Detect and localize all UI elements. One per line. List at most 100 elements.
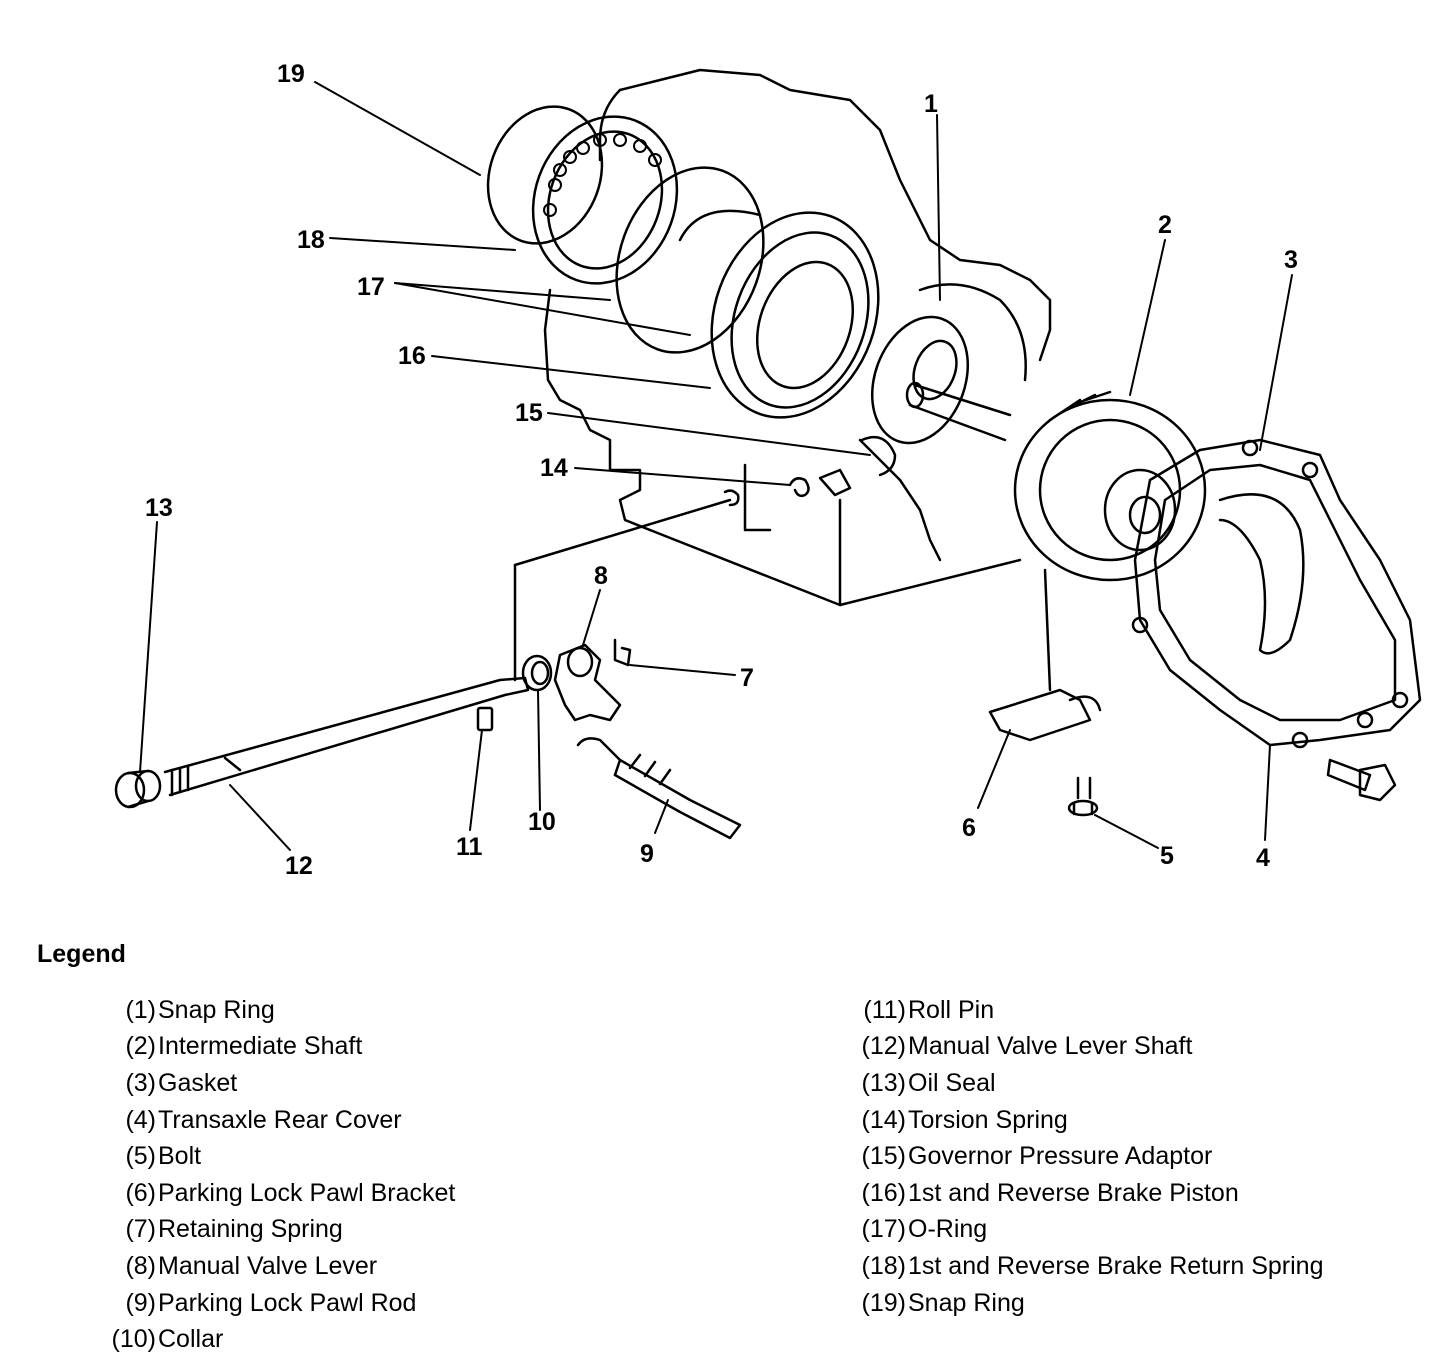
legend-item-name: Governor Pressure Adaptor <box>908 1142 1213 1171</box>
retaining-spring-7 <box>613 638 632 667</box>
legend-item: (10)Collar <box>86 1321 455 1358</box>
legend-item: (8)Manual Valve Lever <box>86 1248 455 1285</box>
intermediate-shaft-2 <box>905 381 1207 582</box>
brake-piston-16 <box>678 209 880 419</box>
snap-ring-1 <box>870 315 970 445</box>
legend-item-name: Bolt <box>158 1142 202 1171</box>
legend-item-name: Roll Pin <box>908 995 995 1024</box>
legend-item-name: Manual Valve Lever <box>158 1251 378 1280</box>
legend-item-name: O-Ring <box>908 1215 988 1244</box>
legend-column-right: (11)Roll Pin (12)Manual Valve Lever Shaf… <box>836 992 1324 1321</box>
callout-6: 6 <box>962 814 976 842</box>
legend-item-number: (18) <box>861 1251 906 1280</box>
legend-item: (11)Roll Pin <box>836 992 1324 1029</box>
legend-item: (5)Bolt <box>86 1138 455 1175</box>
o-ring-17 <box>615 166 765 354</box>
legend-item-number: (17) <box>861 1215 906 1244</box>
legend-item-name: 1st and Reverse Brake Piston <box>908 1178 1239 1207</box>
callout-16: 16 <box>398 342 426 370</box>
legend-item-number: (7) <box>125 1215 156 1244</box>
legend-item-name: Oil Seal <box>908 1068 996 1097</box>
legend-item: (15)Governor Pressure Adaptor <box>836 1138 1324 1175</box>
legend-item: (6)Parking Lock Pawl Bracket <box>86 1175 455 1212</box>
callout-15: 15 <box>515 399 543 427</box>
legend-item-name: Parking Lock Pawl Bracket <box>158 1178 456 1207</box>
legend-item-name: Gasket <box>158 1068 238 1097</box>
legend-item-name: Transaxle Rear Cover <box>158 1105 402 1134</box>
leader-lines <box>139 81 1293 851</box>
legend-item-number: (16) <box>861 1178 906 1207</box>
cover-bolt <box>1326 758 1397 802</box>
legend-item-number: (12) <box>861 1032 906 1061</box>
callout-7: 7 <box>740 664 754 692</box>
legend-title: Legend <box>37 940 126 968</box>
legend-item-number: (19) <box>861 1288 906 1317</box>
legend-item-number: (1) <box>125 995 156 1024</box>
callout-13: 13 <box>145 494 173 522</box>
legend-item-number: (6) <box>125 1178 156 1207</box>
callout-11: 11 <box>456 833 483 861</box>
legend-item: (17)O-Ring <box>836 1212 1324 1249</box>
legend-item-number: (3) <box>125 1068 156 1097</box>
legend-item-number: (10) <box>111 1325 156 1354</box>
parking-pawl-rod-9 <box>576 737 742 840</box>
legend-item: (3)Gasket <box>86 1065 455 1102</box>
legend-item: (19)Snap Ring <box>836 1285 1324 1322</box>
callout-18: 18 <box>297 226 325 254</box>
legend-item: (4)Transaxle Rear Cover <box>86 1102 455 1139</box>
callout-4: 4 <box>1256 844 1270 872</box>
legend-item-name: Parking Lock Pawl Rod <box>158 1288 417 1317</box>
legend-item-number: (14) <box>861 1105 906 1134</box>
legend-item-name: Snap Ring <box>158 995 275 1024</box>
callout-12: 12 <box>285 852 313 880</box>
callout-1: 1 <box>924 90 938 118</box>
oil-seal-13 <box>114 769 162 809</box>
legend-item-number: (15) <box>861 1142 906 1171</box>
legend-item-number: (4) <box>125 1105 156 1134</box>
legend-item: (12)Manual Valve Lever Shaft <box>836 1029 1324 1066</box>
pawl-bracket-6 <box>988 568 1102 742</box>
legend-item: (16)1st and Reverse Brake Piston <box>836 1175 1324 1212</box>
legend-item-name: 1st and Reverse Brake Return Spring <box>908 1251 1324 1280</box>
legend-item-name: Intermediate Shaft <box>158 1032 363 1061</box>
legend-item-number: (11) <box>863 995 906 1024</box>
legend-item-name: Manual Valve Lever Shaft <box>908 1032 1193 1061</box>
legend-item-number: (2) <box>125 1032 156 1061</box>
callout-5: 5 <box>1160 842 1174 870</box>
exploded-diagram: 1 2 3 4 5 6 7 8 9 10 11 12 13 14 15 16 1… <box>114 60 1422 880</box>
legend-item-name: Torsion Spring <box>908 1105 1068 1134</box>
legend-item-number: (9) <box>125 1288 156 1317</box>
legend-item-number: (13) <box>861 1068 906 1097</box>
legend-item: (2)Intermediate Shaft <box>86 1029 455 1066</box>
bolt-5 <box>1067 776 1099 817</box>
callout-2: 2 <box>1158 211 1172 239</box>
callout-9: 9 <box>640 840 654 868</box>
callout-19: 19 <box>277 60 305 88</box>
legend-column-left: (1)Snap Ring (2)Intermediate Shaft (3)Ga… <box>86 992 456 1358</box>
legend-item-number: (5) <box>125 1142 156 1171</box>
callout-labels: 1 2 3 4 5 6 7 8 9 10 11 12 13 14 15 16 1… <box>145 60 1298 880</box>
legend-item: (7)Retaining Spring <box>86 1212 455 1249</box>
legend-item: (18)1st and Reverse Brake Return Spring <box>836 1248 1324 1285</box>
torsion-spring-14 <box>788 477 810 498</box>
legend-item-name: Retaining Spring <box>158 1215 343 1244</box>
legend-item-name: Snap Ring <box>908 1288 1025 1317</box>
callout-8: 8 <box>594 562 608 590</box>
rear-cover-4 <box>1131 438 1422 749</box>
callout-3: 3 <box>1284 246 1298 274</box>
legend-item: (1)Snap Ring <box>86 992 455 1029</box>
manual-valve-lever-8 <box>553 643 622 722</box>
snap-ring-19 <box>486 105 604 245</box>
return-spring-18 <box>531 115 679 285</box>
governor-adaptor-15 <box>723 435 897 507</box>
transaxle-case <box>513 68 1052 682</box>
callout-17: 17 <box>357 273 385 301</box>
legend-item: (14)Torsion Spring <box>836 1102 1324 1139</box>
roll-pin-11 <box>476 706 494 732</box>
legend-item-name: Collar <box>158 1325 224 1354</box>
callout-14: 14 <box>540 454 568 482</box>
legend-item: (13)Oil Seal <box>836 1065 1324 1102</box>
legend-item-number: (8) <box>125 1251 156 1280</box>
legend-item: (9)Parking Lock Pawl Rod <box>86 1285 455 1322</box>
manual-valve-lever-shaft-12 <box>163 676 530 797</box>
